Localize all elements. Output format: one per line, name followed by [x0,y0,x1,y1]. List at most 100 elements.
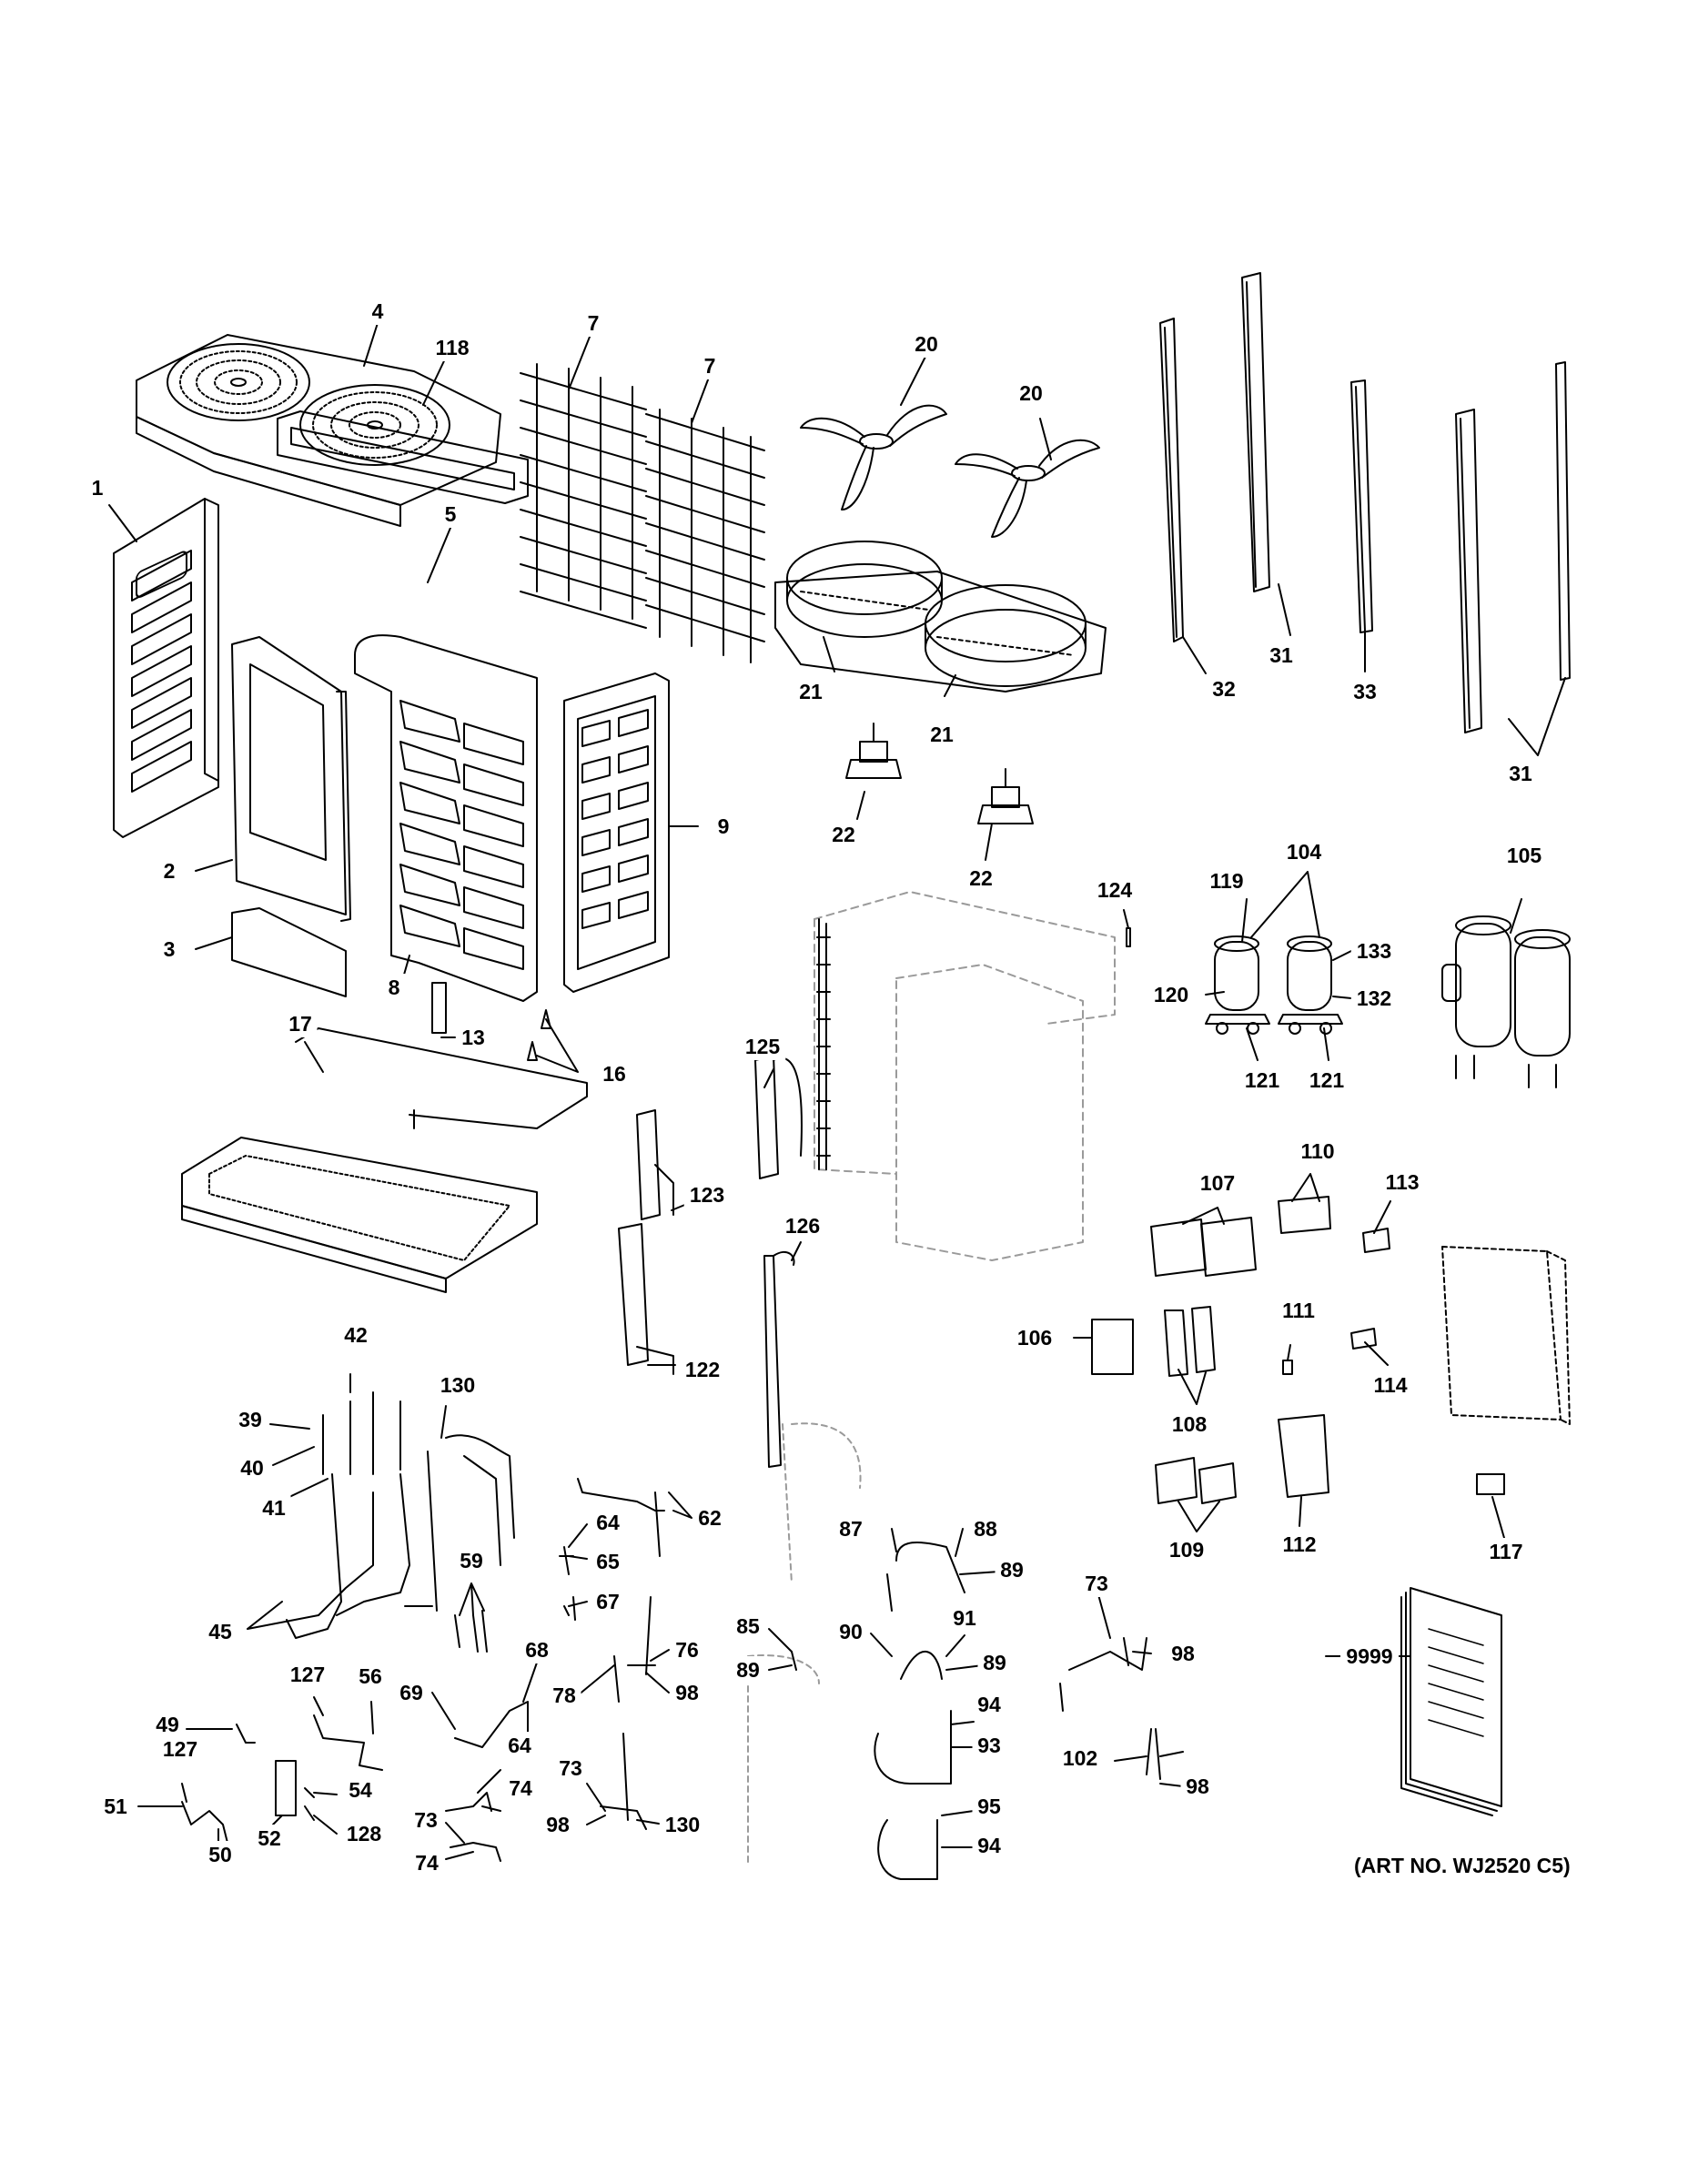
compressor-pair-105 [1441,915,1571,1088]
callout-74: 74 [409,1849,444,1876]
callout-121: 121 [1238,1067,1286,1094]
callout-number: 21 [799,680,823,703]
callout-117: 117 [1482,1538,1530,1565]
callout-111: 111 [1275,1297,1322,1324]
callout-number: 88 [974,1517,997,1541]
callout-42: 42 [339,1321,373,1349]
rail-rod [295,1027,588,1129]
callout-68: 68 [520,1636,554,1663]
front-base-bar [231,907,347,997]
tube-122 [618,1223,674,1375]
corner-post-31b [1455,409,1482,733]
callout-33: 33 [1348,678,1382,705]
callout-98: 98 [541,1811,575,1838]
corner-post-32 [1159,318,1184,642]
callout-74: 74 [503,1774,538,1802]
callout-number: 9 [718,814,730,838]
callout-8: 8 [381,974,407,1001]
callout-89: 89 [977,1649,1012,1676]
callout-number: 78 [552,1684,576,1707]
callout-50: 50 [203,1841,238,1868]
callout-number: 89 [983,1651,1006,1674]
front-panel [231,636,351,922]
callout-number: 67 [596,1590,620,1613]
callout-123: 123 [683,1181,731,1208]
callout-3: 3 [157,935,182,963]
callout-number: 122 [685,1358,720,1381]
callout-122: 122 [679,1356,726,1383]
tube-93-94 [874,1710,952,1785]
tube-126 [763,1250,795,1468]
callout-number: 56 [359,1664,382,1688]
tube-130 [404,1434,515,1612]
callout-112: 112 [1276,1531,1323,1558]
callout-9: 9 [711,813,736,840]
top-front-bar [277,410,529,504]
callout-109: 109 [1163,1536,1210,1563]
callout-number: 21 [930,723,954,746]
callout-number: 32 [1212,677,1236,701]
callout-number: 4 [372,299,384,323]
base-pan [181,1137,538,1293]
tube-127-51 [181,1801,228,1844]
callout-2: 2 [157,857,182,885]
callout-number: 113 [1385,1170,1419,1194]
callout-number: 112 [1282,1532,1316,1556]
tube-73-74 [450,1842,501,1862]
callout-21: 21 [793,678,828,705]
callout-87: 87 [834,1515,868,1542]
callout-number: 65 [596,1550,620,1573]
tube-76-78 [613,1596,656,1703]
callout-number: 98 [546,1813,570,1836]
callout-22: 22 [826,821,861,848]
callout-31: 31 [1503,760,1538,787]
art-number-label: (ART NO. WJ2520 C5) [1354,1854,1571,1877]
control-box-frame [1441,1246,1571,1425]
callout-number: 98 [675,1681,699,1704]
callout-number: 45 [208,1620,232,1643]
callout-78: 78 [547,1682,581,1709]
top-cover [136,334,501,527]
tube-85-91 [791,1650,943,1680]
callout-104: 104 [1280,838,1328,865]
callout-number: 59 [460,1549,483,1572]
callout-54: 54 [343,1776,378,1804]
callout-98: 98 [670,1679,704,1706]
callout-49: 49 [150,1711,185,1738]
callout-106: 106 [1011,1324,1058,1351]
callout-119: 119 [1203,867,1250,895]
callout-number: 105 [1507,844,1542,867]
callout-120: 120 [1147,981,1195,1008]
callout-number: 13 [461,1026,485,1049]
callout-7: 7 [581,309,606,337]
tube-68-69 [454,1701,529,1748]
clips-16 [527,1009,551,1061]
callout-number: 94 [977,1834,1001,1857]
callout-124: 124 [1091,876,1138,904]
callout-73: 73 [553,1754,588,1782]
relay-110 [1278,1196,1331,1234]
callout-number: 54 [349,1778,372,1802]
callout-number: 17 [288,1012,312,1036]
callout-65: 65 [591,1548,625,1575]
tube-dashed-lower [747,1422,862,1866]
wire-guard-left [520,363,647,629]
callout-number: 132 [1357,986,1391,1010]
callout-67: 67 [591,1588,625,1615]
callout-59: 59 [454,1547,489,1574]
callout-56: 56 [353,1663,388,1690]
callout-85: 85 [731,1613,765,1640]
callout-62: 62 [692,1504,727,1532]
callout-4: 4 [365,298,390,325]
callout-113: 113 [1379,1168,1426,1196]
compressor-right [1278,935,1343,1035]
tube-73-98 [1059,1637,1147,1712]
callout-number: 98 [1186,1774,1209,1798]
callout-31: 31 [1264,642,1299,669]
callout-110: 110 [1294,1138,1341,1165]
callout-127: 127 [284,1661,331,1688]
callout-number: 128 [347,1822,382,1845]
leader-lines [108,322,1566,1860]
callout-number: 39 [238,1408,262,1431]
callout-64: 64 [502,1732,537,1759]
